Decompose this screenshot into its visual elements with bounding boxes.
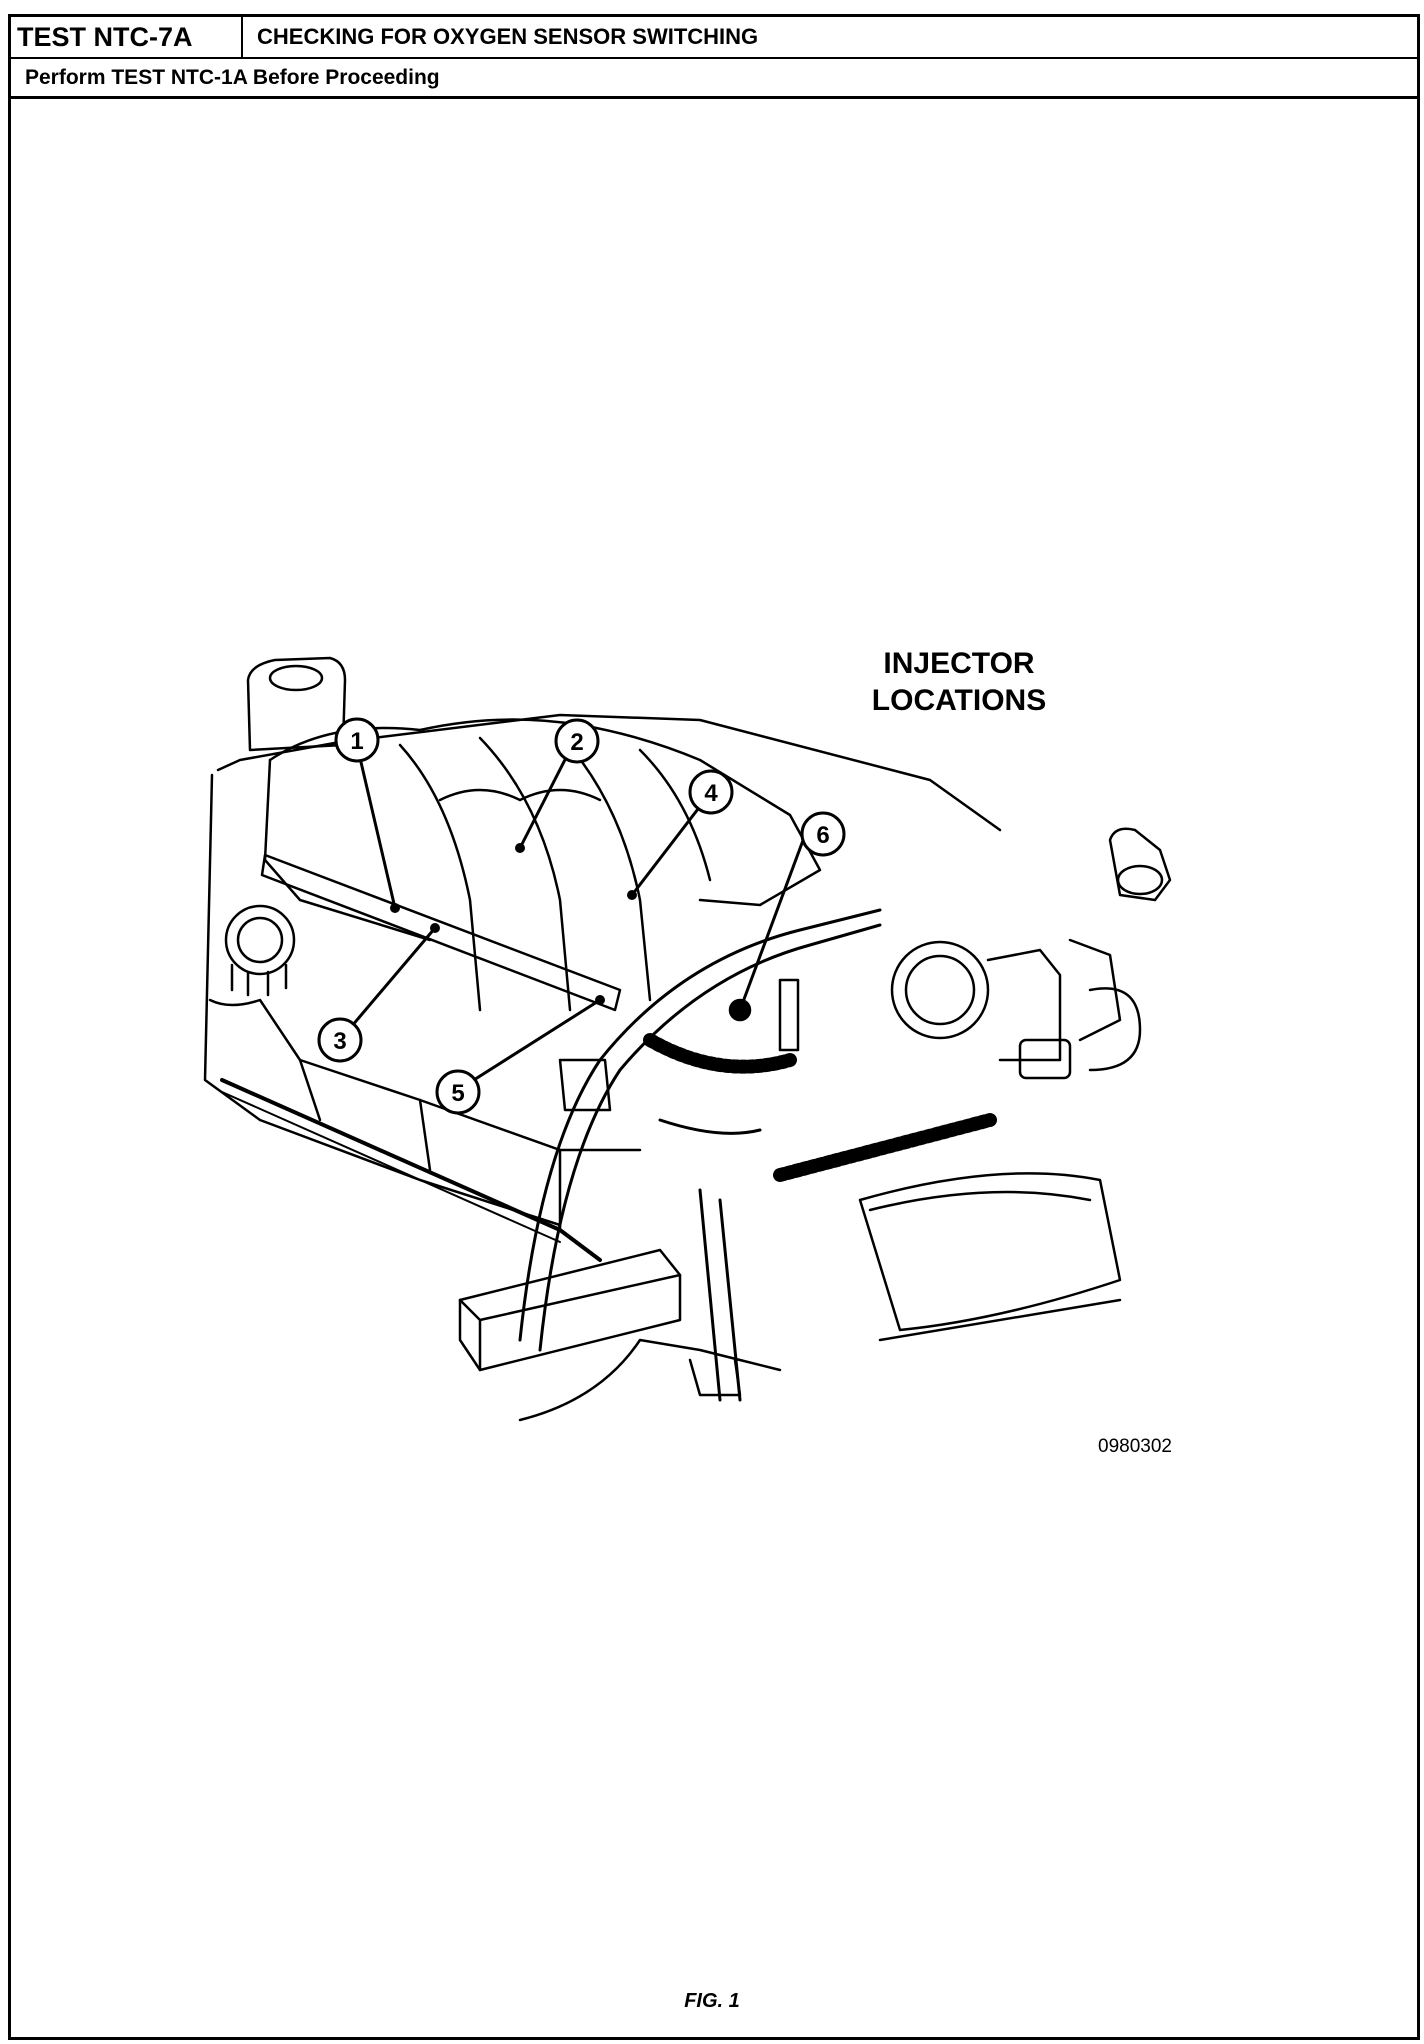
test-id: TEST NTC-7A <box>11 17 243 57</box>
injector-points <box>390 843 637 1005</box>
svg-text:5: 5 <box>451 1080 464 1107</box>
svg-text:4: 4 <box>704 780 718 807</box>
diagram-title-line2: LOCATIONS <box>872 684 1046 717</box>
svg-text:2: 2 <box>570 729 583 756</box>
callout-2: 2 <box>554 718 600 764</box>
test-title: CHECKING FOR OXYGEN SENSOR SWITCHING <box>257 24 759 49</box>
callout-6: 6 <box>800 811 846 857</box>
svg-text:6: 6 <box>816 822 829 849</box>
figure-code: 0980302 <box>1098 1436 1172 1457</box>
callout-4: 4 <box>688 769 734 815</box>
callout-3: 3 <box>317 1017 363 1063</box>
svg-text:1: 1 <box>350 728 363 755</box>
figure-label: FIG. 1 <box>684 1990 740 2012</box>
svg-text:3: 3 <box>333 1028 346 1055</box>
callout-5: 5 <box>435 1069 481 1115</box>
callout-1: 1 <box>334 717 380 763</box>
prerequisite-note: Perform TEST NTC-1A Before Proceeding <box>11 59 1417 99</box>
diagram-title-line1: INJECTOR <box>883 647 1034 680</box>
engine-illustration <box>203 656 1172 1422</box>
page-frame: TEST NTC-7A CHECKING FOR OXYGEN SENSOR S… <box>8 14 1420 2040</box>
test-header: TEST NTC-7A CHECKING FOR OXYGEN SENSOR S… <box>11 17 1417 59</box>
callout-leaders <box>338 744 807 1092</box>
